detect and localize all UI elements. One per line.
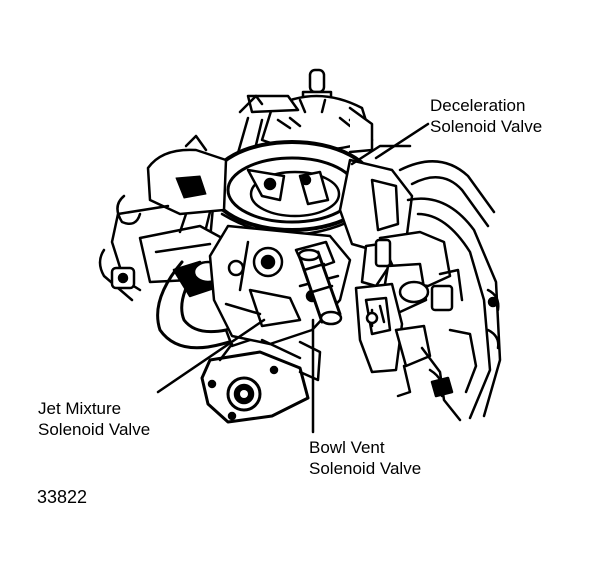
right-cluster — [338, 144, 502, 422]
callout-line: Jet Mixture — [38, 399, 122, 418]
base-flange — [200, 338, 322, 424]
leader-lines — [156, 122, 430, 434]
callout-line: Bowl Vent — [309, 438, 385, 457]
bowl-vent-solenoid — [297, 248, 343, 326]
callout-line: Solenoid Valve — [309, 459, 422, 478]
top-dome — [234, 68, 374, 172]
callout-line: Deceleration — [430, 96, 526, 115]
figure-number: 33822 — [37, 487, 88, 507]
leader-deceleration — [374, 122, 430, 160]
callout-jet-mixture-solenoid-valve: Jet Mixture Solenoid Valve — [38, 398, 150, 440]
callout-line: Solenoid Valve — [38, 420, 151, 439]
leader-jet-mixture — [156, 318, 266, 394]
callout-line: Solenoid Valve — [430, 117, 543, 136]
callout-deceleration-solenoid-valve: Deceleration Solenoid Valve — [430, 95, 542, 137]
callout-bowl-vent-solenoid-valve: Bowl Vent Solenoid Valve — [309, 437, 421, 479]
